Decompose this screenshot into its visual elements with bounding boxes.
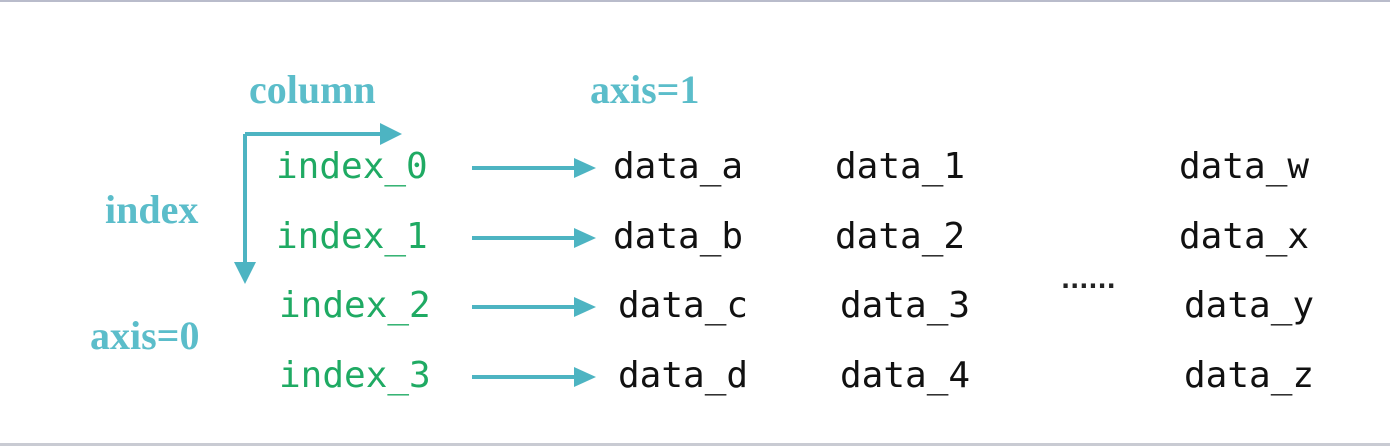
row-arrow <box>472 367 596 387</box>
row-arrow <box>472 228 596 248</box>
data-cell: data_a <box>613 146 744 187</box>
data-cell: data_2 <box>835 216 966 257</box>
data-cell: data_z <box>1184 355 1315 396</box>
data-cell: data_y <box>1184 285 1315 326</box>
row-index-label: index_3 <box>279 355 431 396</box>
row-index-label: index_1 <box>276 216 428 257</box>
data-cell: data_x <box>1179 216 1310 257</box>
axis-corner-arrows <box>243 132 388 272</box>
ellipsis-marker: ...... <box>1061 266 1116 294</box>
top-border <box>0 0 1390 2</box>
column-label: column <box>249 67 376 112</box>
data-cell: data_1 <box>835 146 966 187</box>
bottom-border <box>0 443 1390 446</box>
row-index-label: index_0 <box>276 146 428 187</box>
row-arrow <box>472 297 596 317</box>
data-cell: data_w <box>1179 146 1310 187</box>
data-cell: data_3 <box>840 285 971 326</box>
axis1-label: axis=1 <box>590 67 700 112</box>
row-index-label: index_2 <box>279 285 431 326</box>
row-arrows <box>472 158 596 387</box>
index-axis-arrowhead <box>234 262 256 284</box>
data-cell: data_4 <box>840 355 971 396</box>
index-label: index <box>105 187 199 232</box>
data-cell: data_c <box>618 285 749 326</box>
data-cell: data_b <box>613 216 744 257</box>
data-cell: data_d <box>618 355 749 396</box>
column-axis-arrowhead <box>380 123 402 145</box>
row-arrow <box>472 158 596 178</box>
axis0-label: axis=0 <box>90 313 200 358</box>
